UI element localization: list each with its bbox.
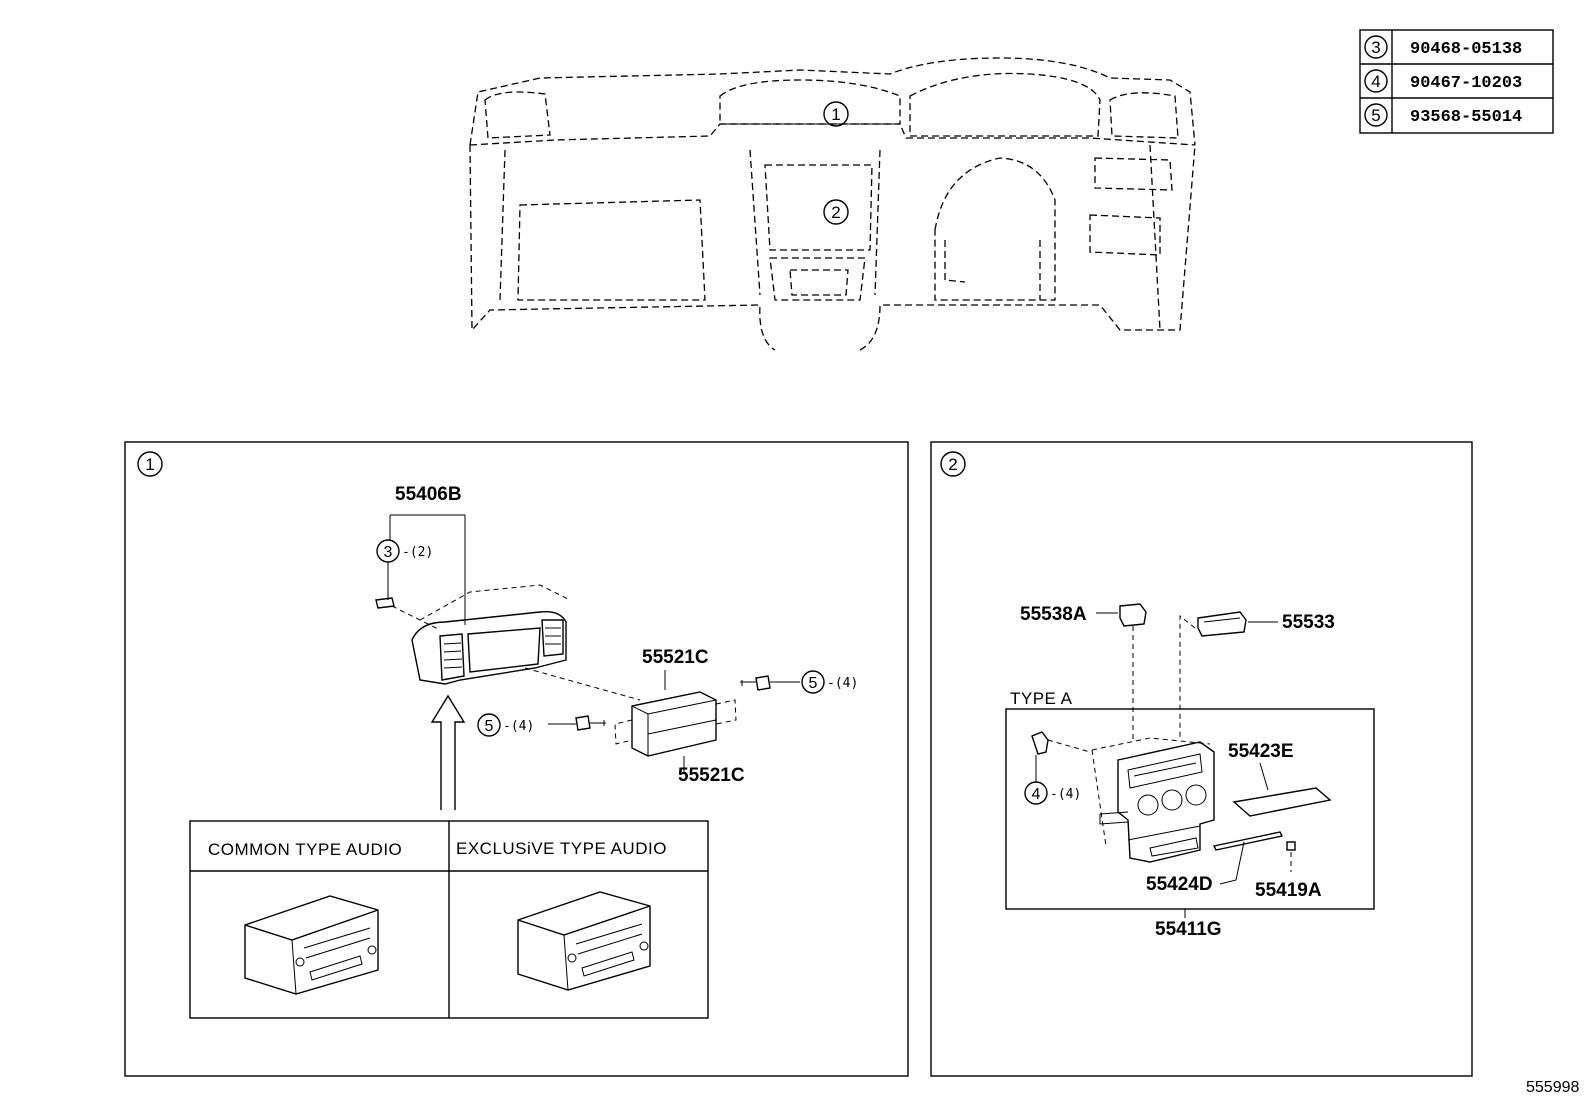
clip-55419A: 55419A [1255,841,1322,901]
center-cluster-panel [1091,737,1215,863]
legend-part-number: 93568-55014 [1410,108,1522,127]
pad-55423E: 55423E [1228,741,1332,817]
legend-key: 4 [1371,72,1380,91]
audio-col-common: COMMON TYPE AUDIO [208,840,402,859]
legend-part-number: 90467-10203 [1410,74,1522,93]
callout-clip-4: 4 -(4) [1024,731,1091,805]
legend-key: 3 [1371,38,1380,57]
legend-row-4: 4 90467-10203 [1364,69,1522,93]
panel-marker: 2 [948,455,957,474]
part-label-55533: 55533 [1282,612,1335,633]
illustration-number: 555998 [1526,1079,1579,1096]
common-audio-unit-illustration [244,895,379,995]
audio-type-table: COMMON TYPE AUDIO EXCLUSiVE TYPE AUDIO [189,820,709,1019]
legend-part-number: 90468-05138 [1410,40,1522,59]
part-label-55424D: 55424D [1146,874,1213,895]
detail-panel-2: 2 55538A 55533 TYPE A 4 -(4) [930,441,1473,1077]
instrument-panel-overview: 1 2 [469,57,1196,351]
svg-text:5: 5 [485,718,494,735]
callout-screw-left-5: 5 -(4) [477,713,606,737]
switch-55538A: 55538A [1020,603,1147,740]
overview-marker-2: 2 [823,199,849,225]
part-label-55538A: 55538A [1020,604,1087,625]
callout-screw-right-5: 5 -(4) [740,670,858,694]
part-label-55411G: 55411G [1155,919,1222,940]
detail-panel-1: 1 55406B 3 -(2) 55521C [124,441,909,1077]
svg-text:1: 1 [831,105,840,124]
cluster-finish-panel [411,584,641,701]
part-label-55406B: 55406B [395,484,462,505]
part-label-55423E: 55423E [1228,741,1294,762]
svg-text:-(4): -(4) [503,719,534,734]
garnish-55424D: 55424D [1146,831,1284,895]
part-label-55521C-upper: 55521C [642,647,709,668]
upward-arrow [430,694,466,810]
panel-marker: 1 [145,455,154,474]
audio-bracket: 55521C 55521C [614,647,745,786]
svg-text:-(2): -(2) [402,545,433,560]
switch-55533: 55533 [1179,611,1335,740]
part-number-legend: 3 90468-05138 4 90467-10203 5 93568-5501… [1359,29,1554,134]
overview-marker-1: 1 [823,101,849,127]
part-label-55521C-lower: 55521C [678,765,745,786]
svg-text:3: 3 [384,544,393,561]
svg-text:-(4): -(4) [1050,787,1081,802]
part-label-55419A: 55419A [1255,880,1322,901]
legend-row-3: 3 90468-05138 [1364,35,1522,59]
legend-key: 5 [1371,106,1380,125]
svg-text:2: 2 [831,203,840,222]
legend-row-5: 5 93568-55014 [1364,103,1522,127]
svg-text:4: 4 [1032,786,1041,803]
exclusive-audio-unit-illustration [517,891,651,991]
callout-clip-3: 3 -(2) [375,539,441,631]
svg-text:5: 5 [809,675,818,692]
audio-col-exclusive: EXCLUSiVE TYPE AUDIO [456,839,667,858]
svg-text:-(4): -(4) [827,676,858,691]
type-a-label: TYPE A [1010,689,1073,708]
type-a-box [1005,708,1375,910]
